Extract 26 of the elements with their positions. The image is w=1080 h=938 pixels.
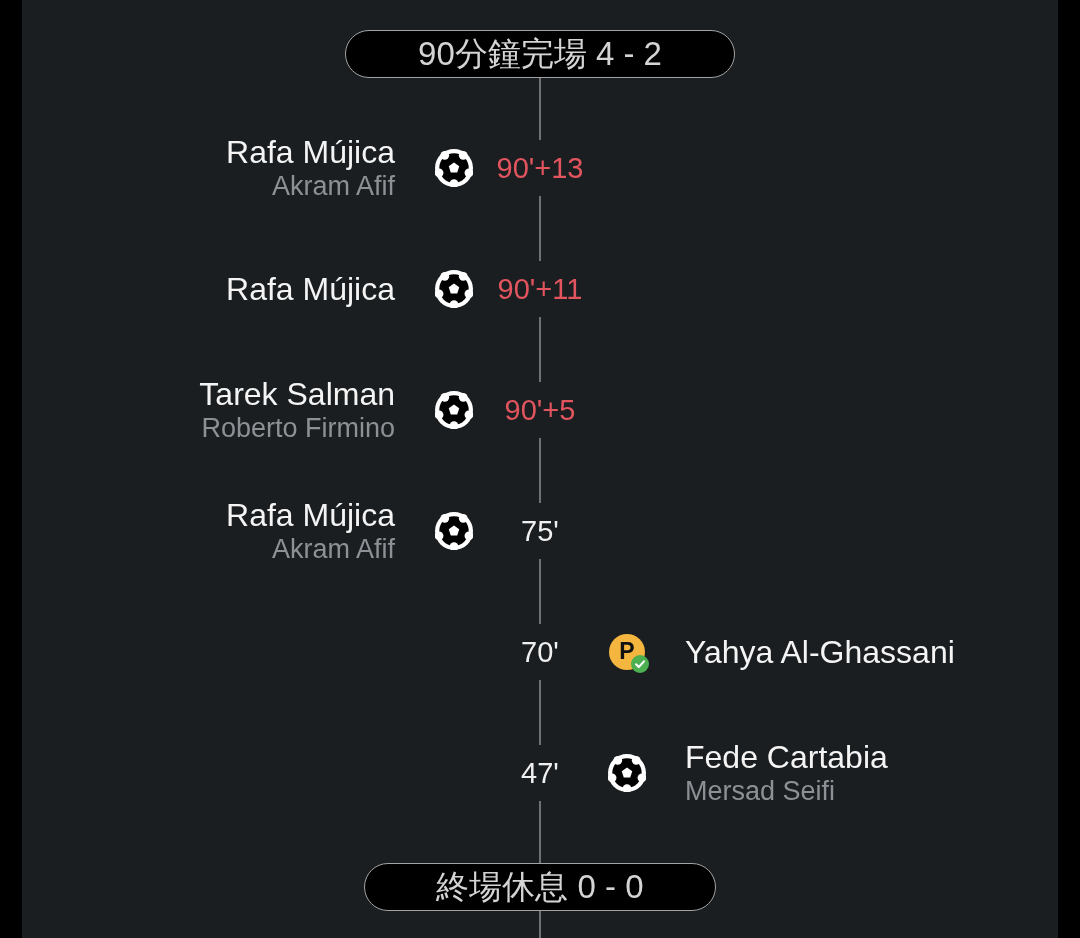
match-minute: 90'+13 [493,140,587,196]
match-minute: 90'+11 [494,261,586,317]
score-pill: 90分鐘完場 4 - 2 [345,30,735,78]
timeline-line [539,77,541,141]
player-name: Rafa Mújica [226,134,395,170]
match-minute: 47' [518,745,562,801]
match-minute: 90'+5 [501,382,579,438]
player-name: Fede Cartabia [685,739,888,775]
timeline-line [539,679,541,746]
timeline-line [539,437,541,504]
timeline-line [539,316,541,383]
player-name: Yahya Al-Ghassani [685,634,955,670]
score-pill: 終場休息 0 - 0 [364,863,716,911]
assist-player-name: Akram Afif [271,170,395,202]
assist-player-name: Roberto Firmino [201,412,395,444]
timeline-line [539,558,541,625]
match-minute: 75' [518,503,562,559]
player-name: Tarek Salman [199,376,395,412]
timeline-line [539,910,541,938]
timeline-line [539,800,541,864]
assist-player-name: Mersad Seifi [685,775,836,807]
timeline-line [539,195,541,262]
match-minute: 70' [518,624,562,680]
player-name: Rafa Mújica [226,497,395,533]
assist-player-name: Akram Afif [271,533,395,565]
player-name: Rafa Mújica [226,271,395,307]
